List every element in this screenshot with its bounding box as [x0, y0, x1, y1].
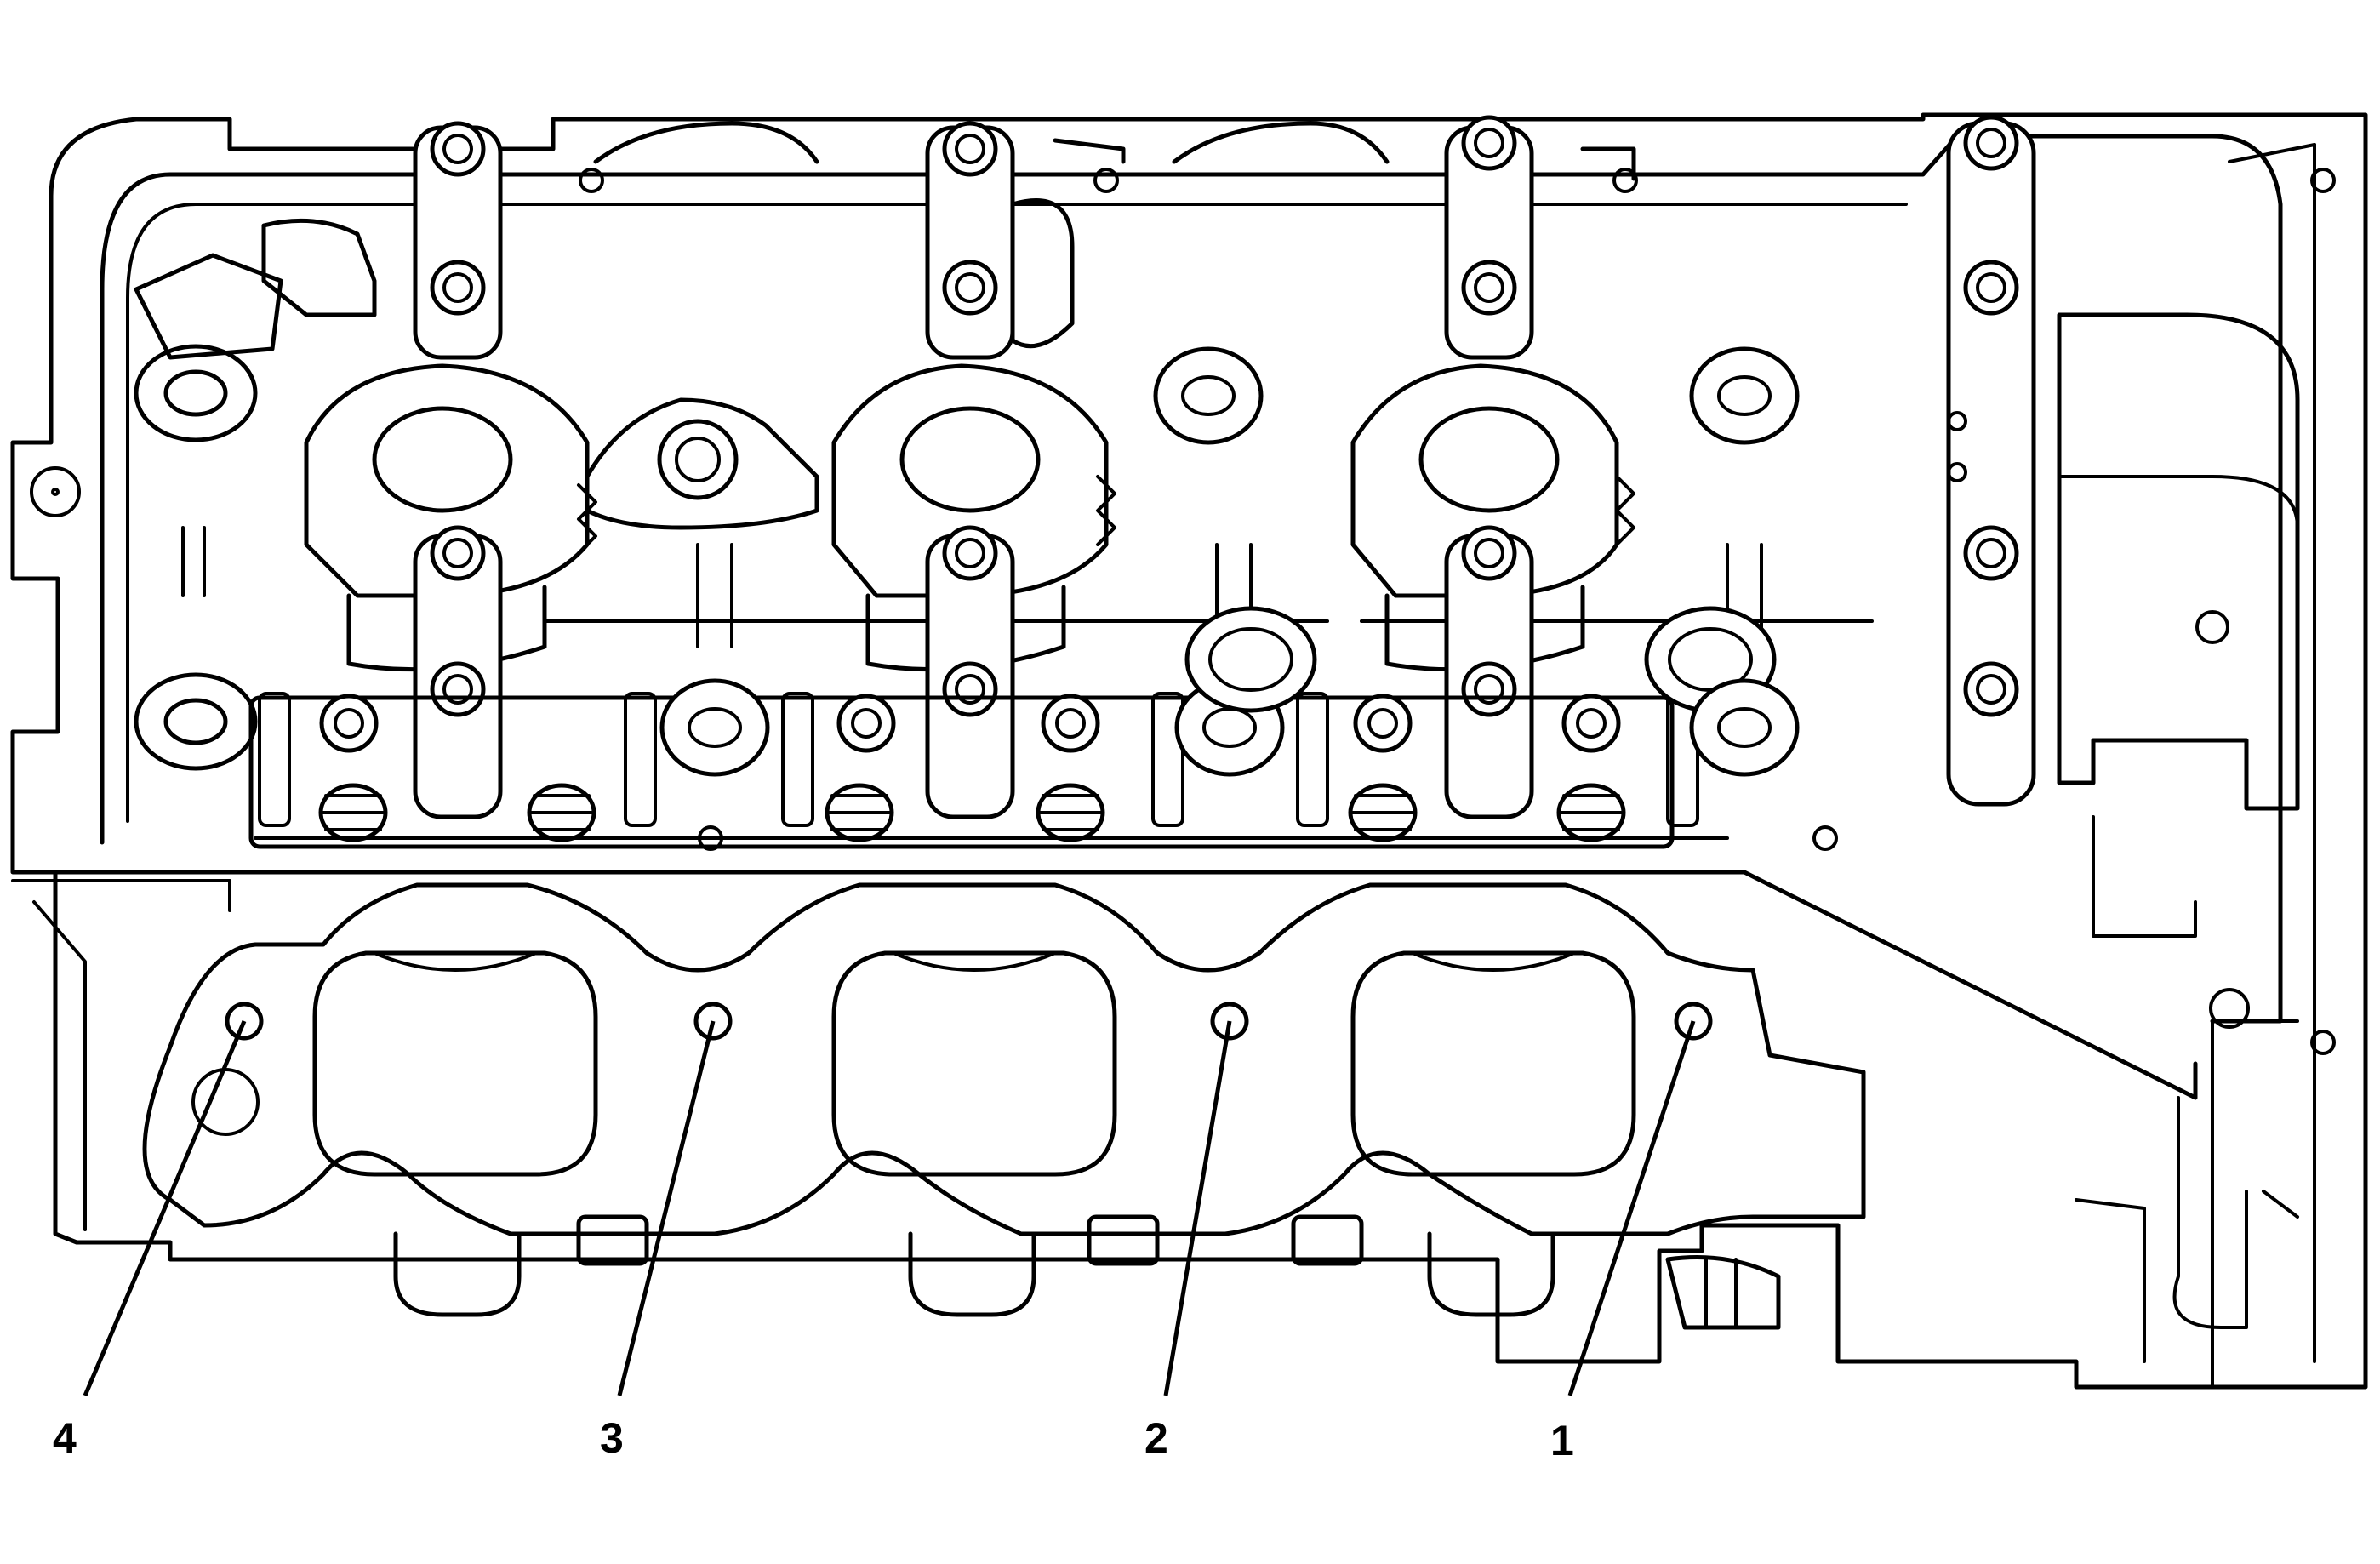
callout-4: 4 — [53, 1414, 77, 1462]
gasket-channel — [49, 134, 2283, 1100]
lower-bosses — [393, 1214, 1781, 1330]
lifter-bore — [836, 694, 896, 753]
port-flange — [142, 882, 1866, 1236]
bolt-head — [1461, 115, 1517, 171]
dowel-holes — [579, 168, 2336, 1055]
bolt-head — [430, 121, 486, 177]
stud — [1036, 783, 1105, 842]
washer — [1689, 678, 1800, 777]
bolt-head — [430, 525, 486, 581]
stud — [527, 783, 596, 842]
pocket — [1296, 692, 1329, 827]
washer — [1689, 346, 1800, 445]
callout-1: 1 — [1550, 1417, 1574, 1464]
bolt-head — [430, 260, 486, 316]
stud — [1556, 783, 1626, 842]
washer — [659, 678, 770, 777]
leader-lines — [83, 1020, 1696, 1396]
bolt-head — [1963, 260, 2019, 316]
bolt-head — [942, 661, 998, 717]
pocket — [258, 692, 291, 827]
bolt-head — [1963, 525, 2019, 581]
stud — [1348, 783, 1418, 842]
bolt-head — [942, 260, 998, 316]
stud — [318, 783, 388, 842]
bolt-head — [942, 121, 998, 177]
lifter-bore — [319, 694, 379, 753]
port-4 — [312, 950, 598, 1177]
bolt-head — [942, 525, 998, 581]
front-end-structure — [2057, 312, 2300, 1363]
left-bosses — [30, 253, 283, 771]
lifter-bore — [1353, 694, 1413, 753]
leader-line-3 — [617, 1020, 716, 1396]
bolt-head — [430, 661, 486, 717]
bolt-heads — [430, 115, 2019, 717]
bolt-head — [1461, 525, 1517, 581]
leader-line-4 — [83, 1020, 247, 1396]
bolt-head — [1963, 661, 2019, 717]
top-rail — [261, 121, 1636, 349]
pocket — [624, 692, 657, 827]
cam-carriers — [304, 363, 1619, 672]
bolt-head — [1461, 661, 1517, 717]
callout-3: 3 — [600, 1414, 624, 1462]
bolt-head — [1963, 115, 2019, 171]
lifter-bore — [1041, 694, 1100, 753]
stud — [825, 783, 894, 842]
lifter-bore — [1561, 694, 1621, 753]
pocket — [1151, 692, 1184, 827]
callout-2: 2 — [1144, 1414, 1168, 1462]
washer — [1153, 346, 1264, 445]
leader-line-2 — [1163, 1020, 1232, 1396]
pocket — [781, 692, 814, 827]
bolt-head — [1461, 260, 1517, 316]
port-2 — [1350, 950, 1636, 1177]
port-3 — [831, 950, 1117, 1177]
valve-pockets — [248, 346, 1800, 849]
washer — [1184, 606, 1317, 713]
leader-line-1 — [1567, 1020, 1696, 1396]
